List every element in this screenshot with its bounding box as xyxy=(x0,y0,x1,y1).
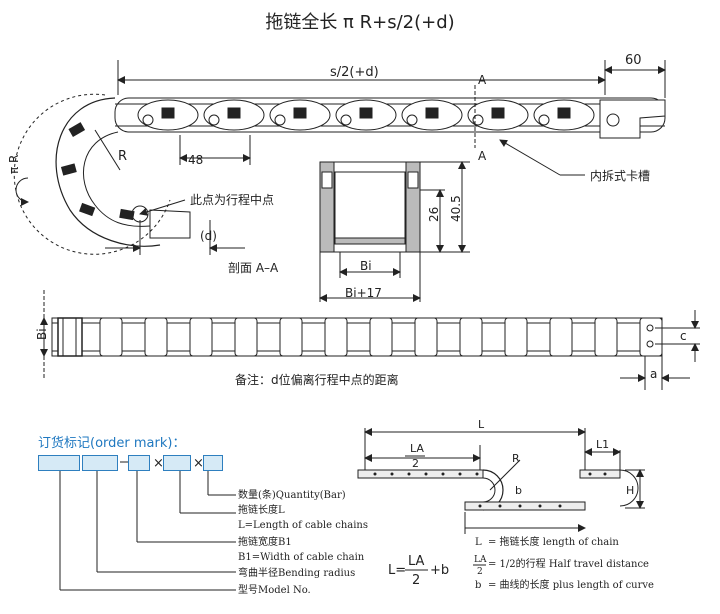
midpoint-note: 此点为行程中点 xyxy=(190,192,274,207)
dim-60-label: 60 xyxy=(625,53,642,68)
order-item-length-cn: 拖链长度L xyxy=(238,503,285,516)
dim-48-label: 48 xyxy=(188,153,203,167)
len-dim-H: H xyxy=(626,484,634,497)
section-mark-a-top: A xyxy=(478,73,487,87)
chain-link xyxy=(203,99,265,131)
side-link xyxy=(414,317,438,357)
legend-text-b: = 曲线的长度 plus length of curve xyxy=(488,578,654,591)
section-mark-a-bottom: A xyxy=(478,149,487,163)
order-box-radius xyxy=(82,455,118,471)
order-item-width-en: B1=Width of cable chain xyxy=(238,552,365,563)
len-dim-R: R xyxy=(512,452,520,465)
side-link xyxy=(369,317,393,357)
chain-link xyxy=(467,99,529,131)
order-item-width-cn: 拖链宽度B1 xyxy=(238,535,292,548)
order-box-length xyxy=(163,455,191,471)
chain-link xyxy=(533,99,595,131)
section-a-a xyxy=(319,161,470,302)
order-item-length-en: L=Length of cable chains xyxy=(238,520,368,531)
legend-sym-2: 2 xyxy=(477,567,483,577)
side-link xyxy=(234,317,258,357)
side-link xyxy=(144,317,168,357)
order-item-quantity: 数量(条)Quantity(Bar) xyxy=(238,488,346,501)
order-item-model: 型号Model No. xyxy=(238,583,311,596)
len-dim-L: L xyxy=(478,418,485,431)
section-aa-label: 剖面 A–A xyxy=(228,261,279,275)
dim-26-label: 26 xyxy=(427,207,441,222)
dim-d-label: (d) xyxy=(200,229,217,243)
dim-bi17-label: Bi+17 xyxy=(345,286,382,300)
side-link xyxy=(279,317,303,357)
formula-denominator: 2 xyxy=(412,573,420,588)
side-link xyxy=(504,317,528,357)
side-note: 备注：d位偏离行程中点的距离 xyxy=(235,372,399,387)
len-dim-b: b xyxy=(515,484,522,497)
order-leaders xyxy=(59,461,236,591)
len-dim-2: 2 xyxy=(412,457,419,470)
legend-sym-b: b xyxy=(475,580,481,591)
side-link xyxy=(639,317,663,357)
legend-text-LA: = 1/2的行程 Half travel distance xyxy=(488,557,649,570)
chain-top-view xyxy=(13,60,666,255)
formula-lhs: L= xyxy=(388,563,406,578)
order-box-width xyxy=(128,455,150,471)
chain-link xyxy=(269,99,331,131)
chain-arc-links xyxy=(60,122,135,221)
legend-sym-L: L xyxy=(475,537,482,548)
side-link xyxy=(459,317,483,357)
length-diagram-link-dots xyxy=(373,472,607,508)
order-box-quantity xyxy=(203,455,223,471)
side-link xyxy=(99,317,123,357)
side-link xyxy=(594,317,618,357)
order-mark-title: 订货标记(order mark)： xyxy=(38,436,186,451)
chain-link xyxy=(335,99,397,131)
dim-a-label: a xyxy=(650,367,657,381)
times-sign-1: × xyxy=(153,456,164,471)
order-box-model xyxy=(38,455,80,471)
chain-link xyxy=(137,99,199,131)
dim-40-5-label: 40.5 xyxy=(449,195,463,222)
dim-bi-label: Bi xyxy=(360,259,372,273)
times-sign-2: × xyxy=(193,456,204,471)
order-item-radius: 弯曲半径Bending radius xyxy=(238,566,355,579)
clip-slot-note: 内拆式卡槽 xyxy=(590,168,650,183)
side-link xyxy=(189,317,213,357)
side-link xyxy=(549,317,573,357)
pi-r-label: π R xyxy=(7,155,21,174)
legend-sym-LA: LA xyxy=(474,555,487,565)
len-dim-LA: LA xyxy=(410,442,424,455)
side-dim-bi-label: Bi xyxy=(35,328,49,340)
dim-c-label: c xyxy=(680,329,687,343)
chain-length-diagram xyxy=(357,428,645,534)
side-link xyxy=(324,317,348,357)
dim-s2-label: s/2(+d) xyxy=(330,65,379,80)
legend-text-L: = 拖链长度 length of chain xyxy=(488,535,619,548)
formula-numerator: LA xyxy=(408,554,425,569)
formula-rhs: +b xyxy=(430,563,449,578)
page-title: 拖链全长 π R+s/2(+d) xyxy=(265,12,455,33)
radius-r-label: R xyxy=(118,149,127,164)
len-dim-L1: L1 xyxy=(596,438,609,451)
chain-side-view xyxy=(40,290,700,390)
chain-link xyxy=(401,99,463,131)
